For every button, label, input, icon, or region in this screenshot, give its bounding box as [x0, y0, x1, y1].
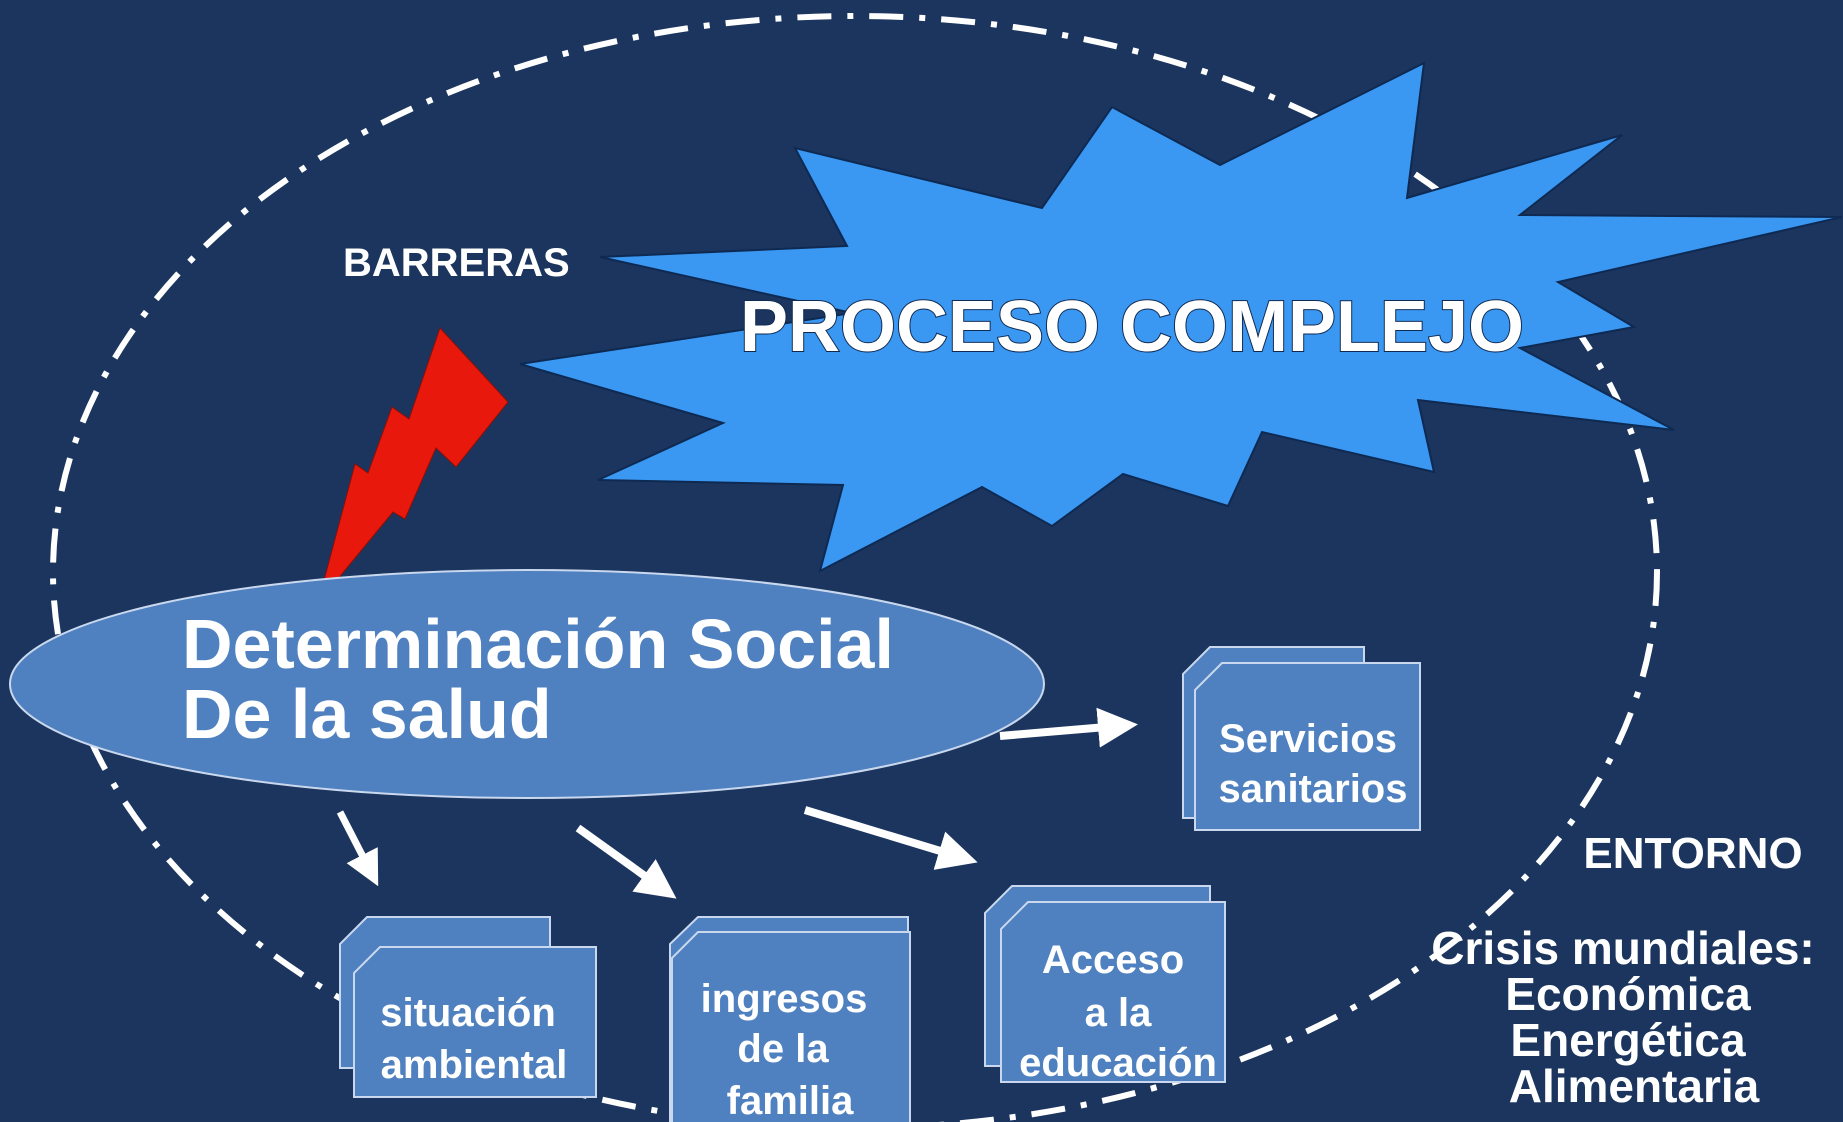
process-title: PROCESO COMPLEJO — [740, 287, 1524, 367]
entorno-label: ENTORNO — [1583, 829, 1802, 878]
acceso-line3: educación — [1019, 1041, 1217, 1085]
determination-line2: De la salud — [182, 675, 552, 753]
crisis-item-energetica: Energética — [1510, 1014, 1746, 1066]
determination-line1: Determinación Social — [182, 605, 894, 683]
situacion-line1: situación — [380, 991, 556, 1035]
acceso-node: Acceso a la educación — [984, 885, 1226, 1085]
crisis-item-economica: Económica — [1505, 968, 1751, 1020]
arrow-to-servicios — [999, 707, 1138, 748]
crisis-item-alimentaria: Alimentaria — [1509, 1060, 1760, 1112]
acceso-line1: Acceso — [1042, 938, 1184, 982]
ingresos-line2: de la — [737, 1027, 829, 1071]
arrow-to-situacion — [336, 810, 379, 887]
lightning-bolt-icon — [317, 327, 509, 604]
servicios-line2: sanitarios — [1219, 767, 1408, 811]
ingresos-line1: ingresos — [701, 977, 868, 1021]
situacion-line2: ambiental — [381, 1043, 568, 1087]
arrow-to-ingresos — [575, 824, 677, 899]
acceso-line2: a la — [1085, 991, 1152, 1035]
situacion-node: situación ambiental — [339, 916, 597, 1098]
crisis-title: Crisis mundiales: — [1431, 922, 1814, 974]
environment-boundary — [50, 13, 1660, 1122]
ingresos-line3: familia — [727, 1079, 854, 1122]
determination-node — [9, 569, 1045, 799]
arrow-to-acceso — [803, 806, 978, 870]
ingresos-node: ingresos de la familia — [669, 916, 911, 1122]
process-starburst — [519, 61, 1843, 573]
servicios-line1: Servicios — [1219, 717, 1397, 761]
servicios-node: Servicios sanitarios — [1182, 646, 1421, 831]
barriers-label: BARRERAS — [343, 241, 570, 285]
